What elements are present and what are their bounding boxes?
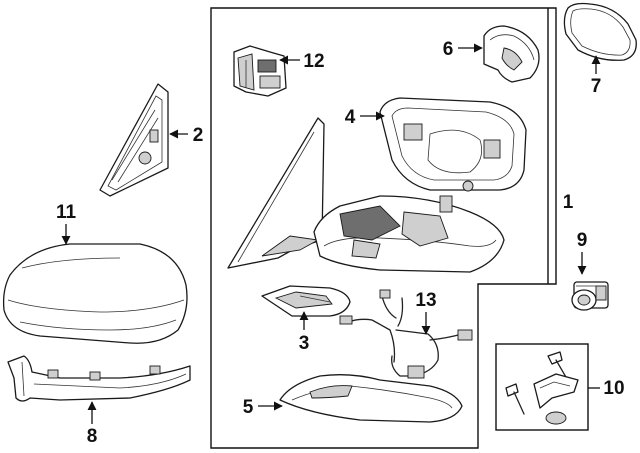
wiring-harness-part-13	[339, 289, 473, 379]
assembly-frame-1	[210, 7, 557, 449]
mirror-base-assembly	[227, 117, 505, 273]
callout-7: 7	[591, 76, 602, 97]
callout-13: 13	[415, 290, 436, 311]
callout-10: 10	[603, 378, 624, 399]
callout-12: 12	[303, 51, 324, 72]
callout-4: 4	[345, 107, 356, 128]
motor-part-12	[233, 45, 287, 97]
glass-holder-part-4	[379, 97, 527, 192]
leader-arrows	[61, 43, 601, 424]
cover-part-6	[483, 25, 540, 83]
hardware-box-part-10	[495, 343, 589, 431]
trim-strip-part-8	[7, 355, 191, 402]
callout-3: 3	[299, 333, 310, 354]
callout-1: 1	[563, 192, 574, 213]
callout-11: 11	[56, 202, 77, 223]
callout-6: 6	[443, 39, 454, 60]
signal-lamp-part-3	[261, 285, 351, 317]
mirror-cover-part-11	[2, 243, 188, 344]
callout-5: 5	[243, 397, 254, 418]
callout-8: 8	[87, 426, 98, 447]
lower-bezel-part-5	[279, 374, 463, 423]
callout-9: 9	[577, 230, 588, 251]
hardware-screws-part-10	[505, 351, 579, 425]
callout-2: 2	[193, 125, 204, 146]
mirror-glass-part-7	[563, 2, 637, 61]
sensor-part-9	[571, 281, 609, 311]
trim-cover-part-2	[99, 83, 169, 197]
